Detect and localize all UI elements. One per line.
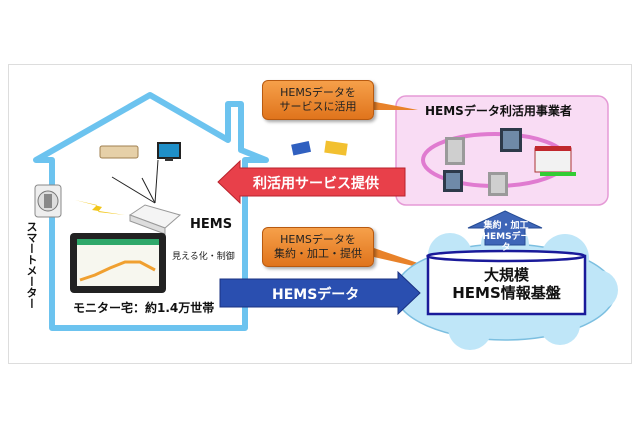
platform-label: 大規模 HEMS情報基盤 [428,266,585,302]
hems-device-icon [128,204,182,235]
platform-line: 大規模 [483,266,529,284]
store-icon [534,146,576,176]
building-icon [500,128,522,152]
smart-meter-icon [34,184,62,218]
service-provision-arrow [217,159,406,205]
up-arrow-label: 集約・加工 HEMSデータ [478,221,534,254]
platform-line: HEMS情報基盤 [452,284,561,302]
hems-label: HEMS [190,217,233,232]
callout-aggregate: HEMSデータを 集約・加工・提供 [262,227,374,267]
service-provision-label: 利活用サービス提供 [253,176,379,192]
smart-meter-label: スマートメーター [25,221,38,309]
up-arrow [467,210,543,246]
callout-line: HEMSデータを [280,86,356,99]
building-icon [488,172,508,196]
monitor-homes-label: モニター宅：約1.4万世帯 [73,301,215,315]
air-conditioner-icon [99,145,139,159]
service-card-icon [291,140,348,156]
business-title: HEMSデータ利活用事業者 [425,104,572,118]
callout-line: サービスに活用 [279,100,357,113]
up-arrow-line: HEMSデータ [482,232,530,253]
hems-data-label: HEMSデータ [272,287,360,303]
callout-pointer [365,100,418,110]
building-icon [445,137,465,165]
tv-icon [157,142,181,161]
visualize-control-label: 見える化・制御 [172,252,235,262]
callout-line: 集約・加工・提供 [274,247,362,260]
building-icon [443,170,463,192]
callout-service-use: HEMSデータを サービスに活用 [262,80,374,120]
tablet-monitor-icon [70,233,166,293]
platform-cylinder [426,254,587,316]
hems-data-arrow [219,270,421,316]
callout-line: HEMSデータを [280,233,356,246]
up-arrow-line: 集約・加工 [483,221,529,231]
lightning-icon [75,200,125,215]
